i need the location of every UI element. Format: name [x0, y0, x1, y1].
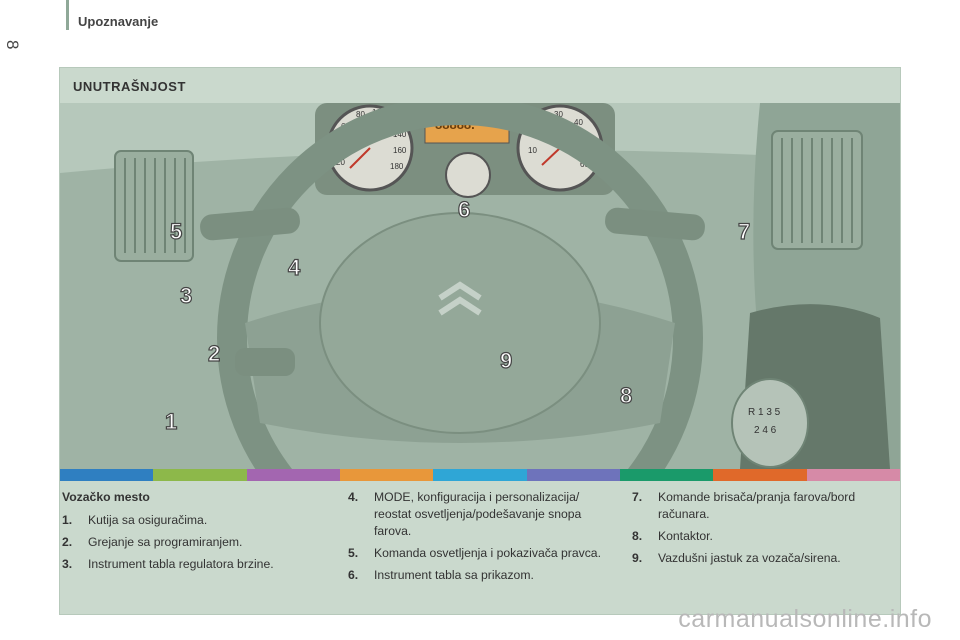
color-strip-segment-1	[60, 469, 154, 481]
item-text: Vazdušni jastuk za vozača/sirena.	[658, 551, 841, 565]
color-strip-segment-5	[433, 469, 527, 481]
item-text: Komande brisača/pranja farova/bord račun…	[658, 490, 856, 521]
item-number: 1.	[62, 513, 73, 527]
airbag-cover	[319, 212, 601, 434]
cruise-control-panel	[235, 348, 295, 376]
color-strip-segment-9	[806, 469, 900, 481]
legend-column-1: Vozačko mesto 1. Kutija sa osiguračima. …	[62, 489, 322, 578]
item-text: Grejanje sa programiranjem.	[88, 535, 243, 549]
item-number: 2.	[62, 535, 73, 549]
watermark: carmanualsonline.info	[678, 605, 932, 633]
steering-wheel-rim	[217, 103, 703, 469]
svg-text:160: 160	[393, 146, 407, 155]
legend-heading: Vozačko mesto	[62, 490, 150, 504]
svg-text:80: 80	[356, 110, 365, 119]
svg-text:140: 140	[393, 130, 407, 139]
callout-5: 5	[170, 219, 182, 244]
gear-pattern-top: R 1 3 5	[748, 407, 781, 418]
svg-text:40: 40	[574, 118, 583, 127]
callout-9: 9	[500, 348, 512, 373]
list-item: 3. Instrument tabla regulatora brzine.	[62, 556, 322, 573]
item-number: 4.	[348, 490, 359, 504]
color-strip-segment-2	[153, 469, 247, 481]
right-vent-slats	[781, 138, 853, 243]
item-number: 5.	[348, 546, 359, 560]
fuel-temp-gauge	[445, 152, 491, 198]
item-number: 8.	[632, 529, 643, 543]
item-text: Kontaktor.	[658, 529, 713, 543]
item-number: 6.	[348, 568, 359, 582]
item-text: Instrument tabla sa prikazom.	[374, 568, 534, 582]
left-vent-slats	[124, 158, 186, 253]
list-item: 9. Vazdušni jastuk za vozača/sirena.	[632, 550, 892, 567]
section-title: UNUTRAŠNJOST	[73, 79, 186, 94]
color-strip-segment-8	[713, 469, 807, 481]
page-number: 8	[3, 40, 22, 50]
callout-8: 8	[620, 383, 632, 408]
wiper-stalk	[605, 207, 705, 241]
callout-3: 3	[180, 283, 192, 308]
callout-6: 6	[458, 197, 470, 222]
gear-pattern-bottom: 2 4 6	[754, 425, 777, 436]
list-item: 1. Kutija sa osiguračima.	[62, 512, 322, 529]
svg-text:20: 20	[336, 158, 345, 167]
chapter-title: Upoznavanje	[78, 14, 159, 29]
color-strip-segment-3	[246, 469, 340, 481]
legend-column-3: 7. Komande brisača/pranja farova/bord ra…	[632, 489, 892, 572]
gear-knob	[731, 378, 809, 468]
callout-numbers: 1 2 3 4 5 6 7 8 9	[164, 196, 750, 434]
color-strip-segment-4	[339, 469, 434, 481]
color-strip	[60, 469, 900, 481]
svg-text:10: 10	[528, 146, 537, 155]
item-text: MODE, konfiguracija i personalizacija/ r…	[374, 490, 582, 538]
callout-2: 2	[208, 341, 220, 366]
item-text: Kutija sa osiguračima.	[88, 513, 208, 527]
item-text: Komanda osvetljenja i pokazivača pravca.	[374, 546, 601, 560]
speedometer-needle	[349, 147, 371, 169]
svg-text:180: 180	[390, 162, 404, 171]
lighting-stalk	[200, 207, 300, 241]
right-air-vent	[771, 130, 863, 250]
dashboard-illustration: 88888. 20 40 60 80 100 120 140 160 180 1…	[60, 103, 900, 469]
list-item: 2. Grejanje sa programiranjem.	[62, 534, 322, 551]
chapter-marker-bar	[66, 0, 69, 30]
color-strip-segment-7	[619, 469, 714, 481]
item-number: 9.	[632, 551, 643, 565]
callout-4: 4	[288, 255, 301, 280]
callout-7: 7	[738, 219, 750, 244]
item-number: 3.	[62, 557, 73, 571]
tachometer-needle	[541, 147, 561, 166]
list-item: 8. Kontaktor.	[632, 528, 892, 545]
item-number: 7.	[632, 490, 643, 504]
color-strip-segment-6	[526, 469, 620, 481]
list-item: 4. MODE, konfiguracija i personalizacija…	[348, 489, 613, 540]
list-item: 7. Komande brisača/pranja farova/bord ra…	[632, 489, 892, 523]
brand-logo-icon	[438, 281, 482, 316]
svg-text:30: 30	[554, 110, 563, 119]
item-text: Instrument tabla regulatora brzine.	[88, 557, 274, 571]
callout-1: 1	[165, 409, 177, 434]
list-item: 5. Komanda osvetljenja i pokazivača prav…	[348, 545, 613, 562]
list-item: 6. Instrument tabla sa prikazom.	[348, 567, 613, 584]
legend-column-2: 4. MODE, konfiguracija i personalizacija…	[348, 489, 613, 589]
